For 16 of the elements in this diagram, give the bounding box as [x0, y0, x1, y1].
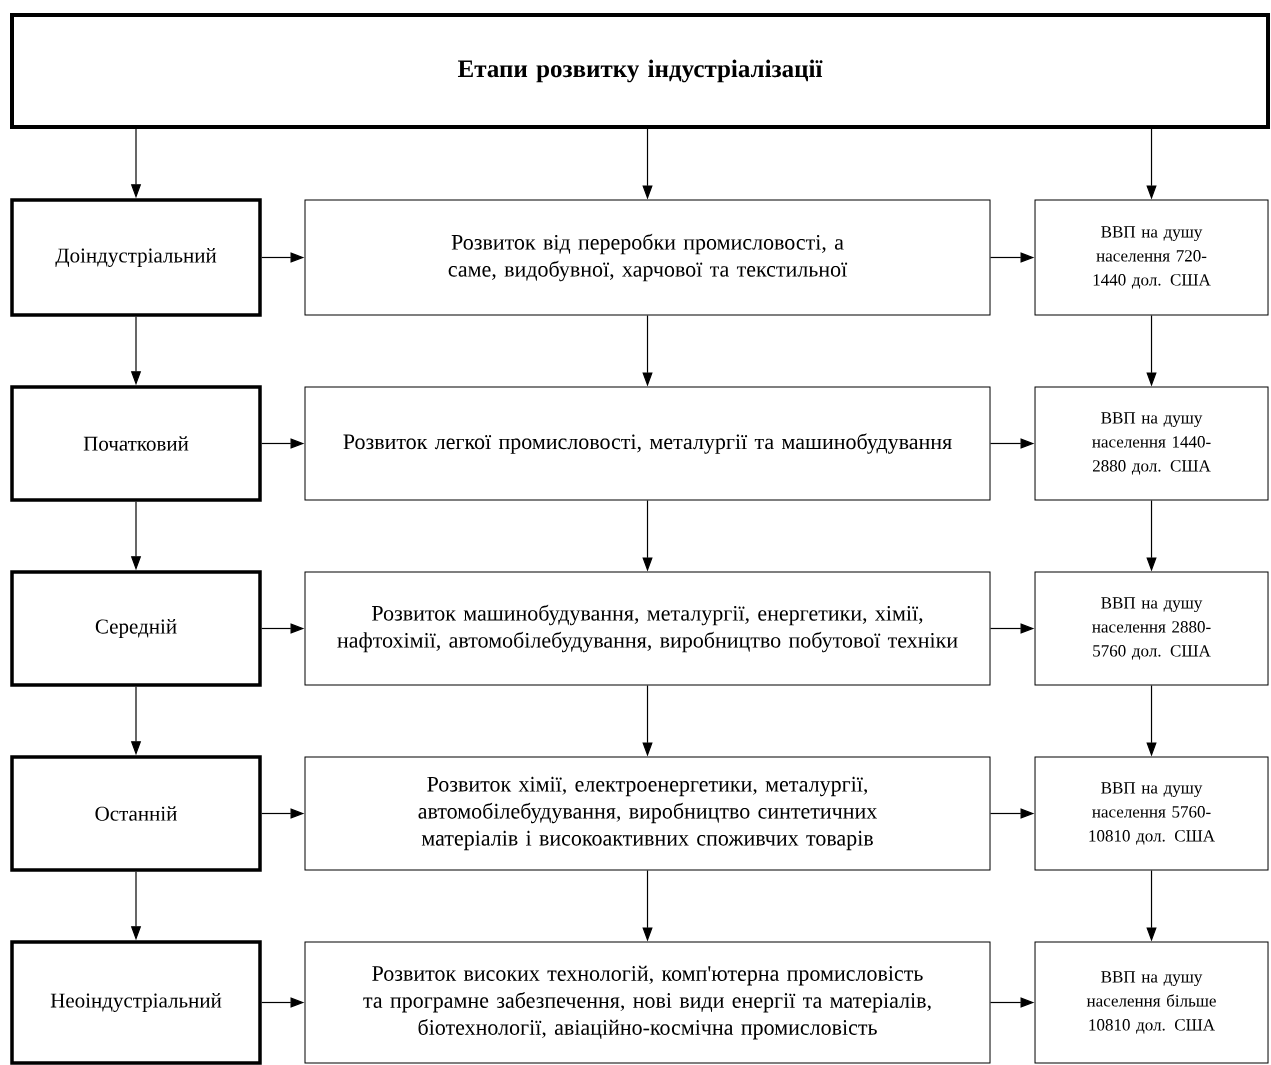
description-box: Розвиток хімії, електроенергетики, металургії, автомобілебудування, виробництво синтетичних матеріалів і високоактивних споживчих товарів: [304, 756, 991, 871]
description-box: Розвиток високих технологій, комп'ютерна промисловість та програмне забезпечення, нові види енергії та матеріалів, біотехнології, авіаційно-космічна промисловість: [304, 941, 991, 1064]
stage-box: Неоіндустріальний: [10, 940, 262, 1065]
gdp-box: ВВП на душу населення 1440-2880 дол. США: [1034, 386, 1269, 501]
stage-box: Середній: [10, 570, 262, 687]
gdp-box: ВВП на душу населення 5760-10810 дол. США: [1034, 756, 1269, 871]
stage-box: Останній: [10, 755, 262, 872]
gdp-box: ВВП на душу населення 2880-5760 дол. США: [1034, 571, 1269, 686]
description-box: Розвиток від переробки промисловості, а саме, видобувної, харчової та текстильної: [304, 199, 991, 316]
gdp-box: ВВП на душу населення більше 10810 дол. США: [1034, 941, 1269, 1064]
stage-box: Доіндустріальний: [10, 198, 262, 317]
title-box: Етапи розвитку індустріалізації: [10, 13, 1270, 129]
stage-box: Початковий: [10, 385, 262, 502]
description-box: Розвиток легкої промисловості, металургії та машинобудування: [304, 386, 991, 501]
description-box: Розвиток машинобудування, металургії, енергетики, хімії, нафтохімії, автомобілебудування, виробництво побутової техніки: [304, 571, 991, 686]
gdp-box: ВВП на душу населення 720-1440 дол. США: [1034, 199, 1269, 316]
